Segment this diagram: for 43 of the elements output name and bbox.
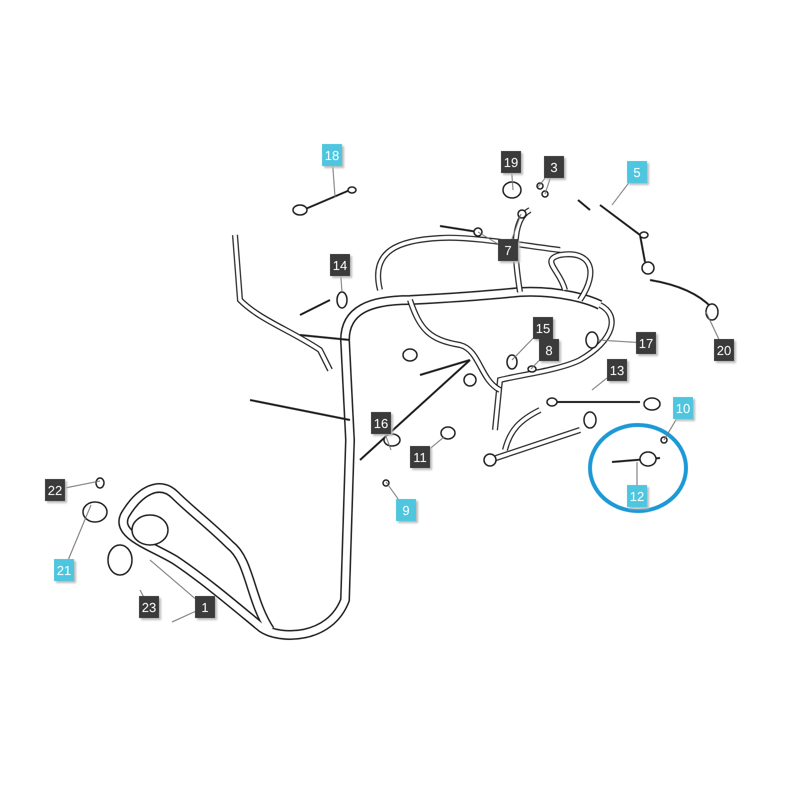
leader-line [538,178,546,188]
leader-line [478,232,498,244]
callout-number: 5 [627,161,647,183]
callout-number: 20 [714,339,734,361]
leader-line [512,338,534,360]
callout-number: 1 [195,596,215,618]
callout-number: 10 [673,397,693,419]
callout-number: 16 [371,412,391,434]
callout-number: 9 [396,499,416,521]
callout-number: 17 [636,332,656,354]
callout-number: 18 [322,144,342,166]
leader-line [332,166,336,198]
leader-line [68,504,92,560]
leader-line [706,312,720,340]
leader-line [172,611,196,622]
leader-line [511,172,514,190]
callout-number: 22 [45,479,65,501]
leader-line [64,480,100,488]
callout-number: 21 [54,559,74,581]
callout-number: 11 [410,446,430,468]
leader-line [511,214,522,240]
leader-line [664,418,677,440]
leader-line [592,378,608,390]
leader-line [384,434,392,450]
callout-number: 19 [501,151,521,173]
leader-line [140,590,144,596]
callout-number: 14 [330,254,350,276]
callout-number: 8 [539,339,559,361]
leader-line [150,560,196,599]
leader-line [612,182,630,206]
leader-line [530,360,540,370]
leader-line [636,462,638,486]
callout-number: 23 [139,596,159,618]
callout-number: 3 [544,156,564,178]
callout-number: 12 [627,485,647,507]
callout-number: 7 [498,239,518,261]
leader-line [340,276,342,292]
leader-line [598,340,636,343]
leader-line [386,482,399,500]
leader-line [544,178,551,194]
leader-line [430,436,444,450]
callout-number: 15 [533,317,553,339]
callout-number: 13 [607,359,627,381]
